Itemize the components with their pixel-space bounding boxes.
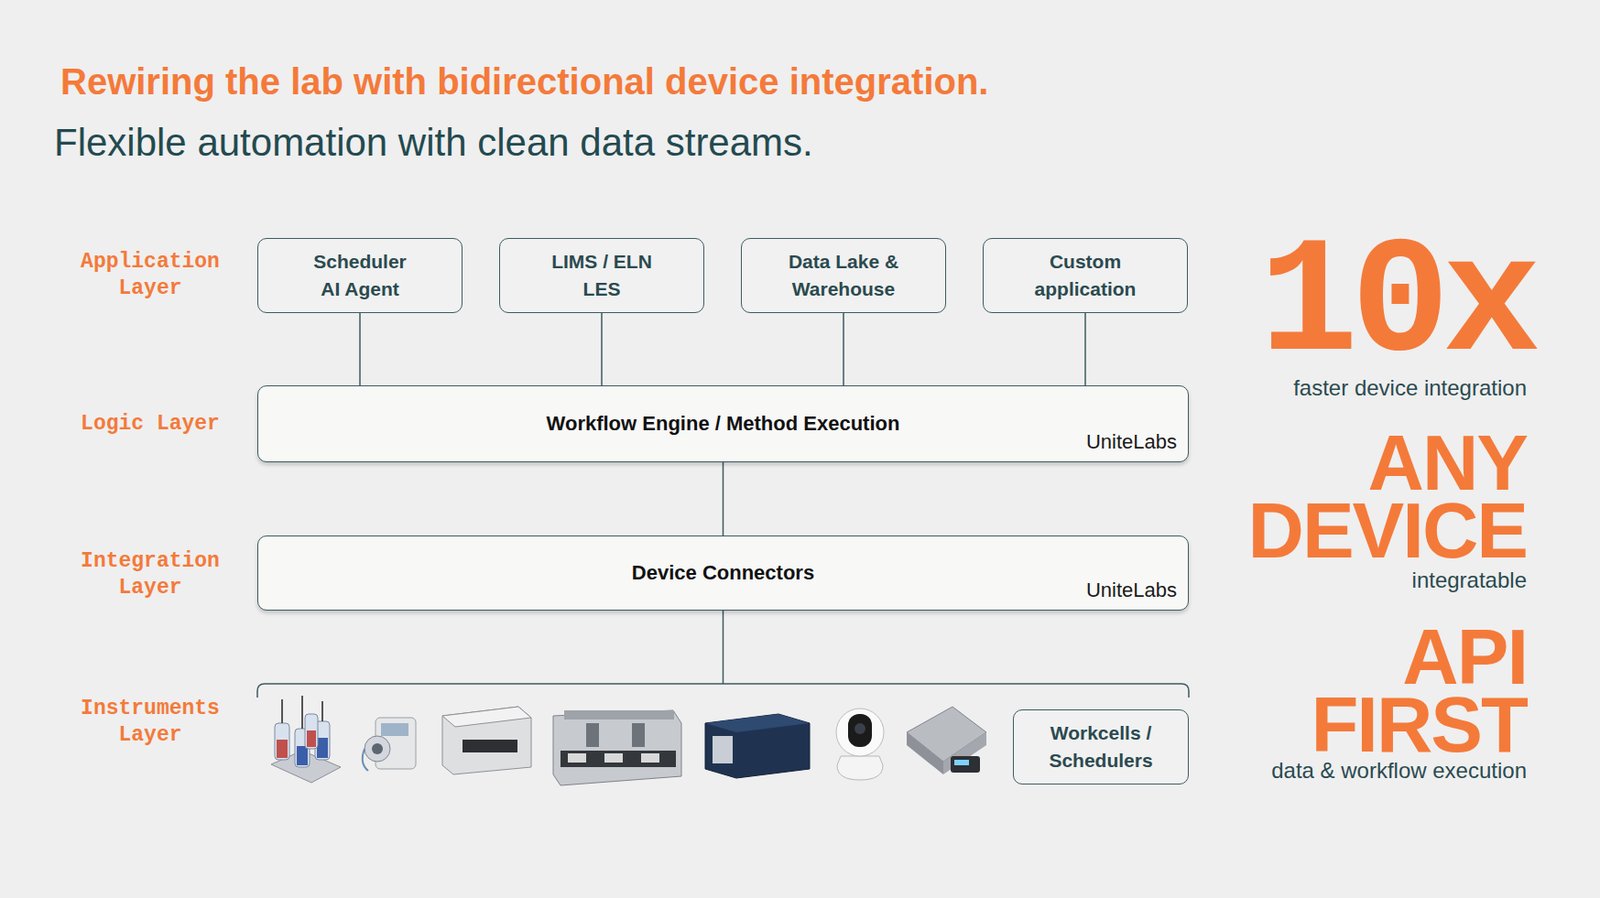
labware bbox=[567, 753, 587, 763]
plate-slot bbox=[462, 740, 518, 753]
tube bbox=[362, 749, 369, 772]
camera-lens bbox=[854, 723, 866, 735]
plate-reader-illustration bbox=[442, 707, 532, 775]
balance-readout bbox=[954, 760, 969, 766]
bus-line bbox=[722, 610, 725, 685]
probe bbox=[281, 699, 283, 724]
pipette-head bbox=[586, 723, 599, 748]
labware bbox=[641, 753, 660, 763]
handler-frame bbox=[553, 710, 682, 786]
connector-line bbox=[600, 313, 603, 386]
bioreactor-illustration bbox=[271, 696, 341, 784]
vessel-liquid bbox=[276, 740, 288, 759]
vessel bbox=[274, 723, 290, 761]
box-text: Workcells / Schedulers bbox=[1027, 719, 1175, 775]
instrument-bracket bbox=[257, 684, 1189, 698]
balance-illustration bbox=[906, 707, 987, 775]
brand-logo-text: UniteLabs bbox=[1086, 430, 1177, 455]
system-box: Custom application bbox=[982, 238, 1188, 314]
balance-side bbox=[906, 732, 944, 775]
vessel-liquid bbox=[296, 746, 308, 766]
claim-caption: integratable bbox=[1412, 567, 1527, 594]
connector-line bbox=[359, 313, 361, 386]
pump-illustration bbox=[362, 718, 416, 772]
handler-gantry bbox=[564, 710, 675, 720]
brand-logo-text: UniteLabs bbox=[1086, 578, 1177, 603]
probe bbox=[301, 696, 304, 730]
connector-line bbox=[722, 462, 725, 536]
vessel-liquid bbox=[316, 738, 328, 759]
box-text: Device Connectors bbox=[631, 560, 815, 587]
camera-illustration bbox=[836, 708, 884, 781]
camera-head bbox=[836, 708, 884, 757]
metric-caption: faster device integration bbox=[1293, 375, 1527, 402]
layer-label: Instruments Layer bbox=[80, 696, 220, 750]
incubator-top bbox=[705, 714, 810, 733]
incubator-illustration bbox=[705, 714, 810, 779]
system-box: Scheduler AI Agent bbox=[257, 238, 463, 314]
system-box: LIMS / ELN LES bbox=[499, 238, 705, 314]
handler-deck bbox=[560, 751, 676, 768]
box-text: Scheduler AI Agent bbox=[304, 248, 415, 304]
vessel-liquid bbox=[306, 730, 316, 748]
system-box: Workcells / Schedulers bbox=[1012, 709, 1189, 785]
probe bbox=[321, 701, 324, 722]
metric-value: 10x bbox=[1259, 222, 1535, 388]
reader-body bbox=[442, 707, 532, 775]
pump-rotor bbox=[371, 743, 383, 755]
balance-display bbox=[950, 756, 980, 773]
layer-label: Application Layer bbox=[80, 249, 220, 303]
subtitle: Flexible automation with clean data stre… bbox=[54, 119, 814, 166]
pump-head bbox=[364, 736, 391, 762]
box-text: Data Lake & Warehouse bbox=[779, 248, 908, 304]
layer-label: Integration Layer bbox=[80, 548, 220, 602]
box-text: Workflow Engine / Method Execution bbox=[546, 411, 901, 437]
vessel bbox=[304, 714, 318, 750]
liquid-handler-illustration bbox=[553, 710, 682, 786]
layer-band: Device ConnectorsUniteLabs bbox=[257, 535, 1189, 611]
claim-caption: data & workflow execution bbox=[1271, 758, 1527, 784]
connector-line bbox=[842, 313, 845, 386]
box-text: Custom application bbox=[1021, 248, 1150, 304]
claim-headline: ANY DEVICE bbox=[1248, 429, 1527, 566]
incubator-door bbox=[712, 736, 733, 764]
incubator-body bbox=[705, 714, 810, 779]
pump-display bbox=[380, 723, 409, 737]
balance-side bbox=[943, 732, 987, 775]
box-text: LIMS / ELN LES bbox=[546, 248, 657, 304]
connector-line bbox=[1084, 313, 1087, 386]
pipette-head bbox=[631, 723, 645, 748]
labware bbox=[604, 753, 623, 763]
diagram-title: Rewiring the lab with bidirectional devi… bbox=[60, 59, 989, 104]
reader-top bbox=[442, 707, 532, 728]
system-box: Data Lake & Warehouse bbox=[740, 238, 947, 314]
layer-band: Workflow Engine / Method ExecutionUniteL… bbox=[257, 385, 1189, 463]
claim-headline: API FIRST bbox=[1310, 623, 1527, 760]
camera-base bbox=[837, 756, 883, 781]
camera-lens-panel bbox=[848, 714, 872, 748]
layer-label: Logic Layer bbox=[80, 411, 220, 438]
